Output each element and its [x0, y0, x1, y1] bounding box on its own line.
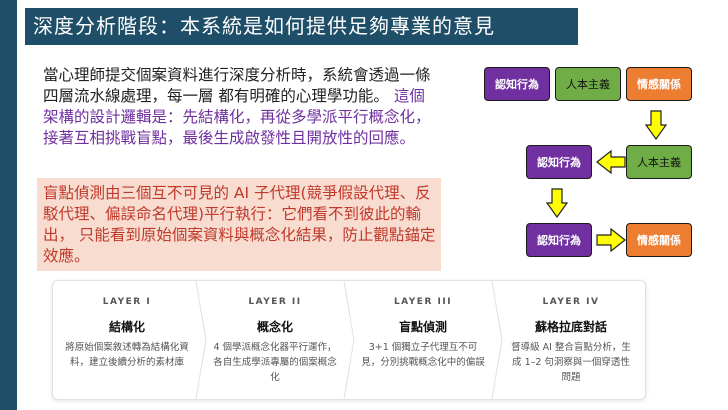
left-accent-bar — [0, 0, 17, 410]
arrow-left-icon — [596, 150, 626, 174]
layer-tag: LAYER IV — [542, 297, 600, 307]
flow-box-cbt-1: 認知行為 — [484, 67, 550, 101]
layer-card-4: LAYER IV 蘇格拉底對話 督導級 AI 整合盲點分析，生成 1–2 句洞察… — [497, 281, 645, 399]
arrow-right-icon — [596, 228, 626, 252]
layer-tag: LAYER II — [248, 297, 302, 307]
flow-box-relational-1: 情感關係 — [626, 67, 692, 101]
arrow-down-icon — [546, 188, 568, 218]
chevron-right-icon — [195, 281, 207, 399]
layer-card-1: LAYER I 結構化 將原始個案敘述轉為結構化資料，建立後續分析的素材庫 — [53, 281, 201, 399]
flow-box-cbt-2: 認知行為 — [526, 145, 592, 179]
arrow-down-icon — [645, 110, 667, 140]
flow-box-relational-3: 情感關係 — [626, 223, 692, 257]
layer-tag: LAYER III — [393, 297, 453, 307]
chevron-right-icon — [343, 281, 355, 399]
layer-tag: LAYER I — [102, 297, 152, 307]
flow-box-humanistic-1: 人本主義 — [555, 67, 621, 101]
intro-paragraph: 當心理師提交個案資料進行深度分析時，系統會透過一條四層流水線處理，每一層 都有明… — [43, 65, 435, 149]
chevron-right-icon — [491, 281, 503, 399]
layers-panel: LAYER I 結構化 將原始個案敘述轉為結構化資料，建立後續分析的素材庫 LA… — [52, 280, 646, 400]
layer-name: 概念化 — [256, 320, 293, 334]
flow-box-cbt-3: 認知行為 — [526, 223, 592, 257]
intro-highlight-text: 這個架構的設計邏輯是：先結構化，再從多學派平行概念化，接著互相挑戰盲點，最後生成… — [43, 87, 431, 147]
layer-desc: 督導級 AI 整合盲點分析，生成 1–2 句洞察與一個穿透性問題 — [511, 342, 631, 383]
layer-card-2: LAYER II 概念化 4 個學派概念化器平行運作，各自生成學派專屬的個案概念… — [201, 281, 349, 399]
layer-name: 盲點偵測 — [398, 320, 447, 334]
layer-name: 結構化 — [108, 320, 145, 334]
layer-card-3: LAYER III 盲點偵測 3+1 個獨立子代理互不可見，分別挑戰概念化中的偏… — [349, 281, 497, 399]
page-title: 深度分析階段：本系統是如何提供足夠專業的意見 — [25, 8, 578, 45]
layer-name: 蘇格拉底對話 — [534, 320, 607, 334]
intro-plain-text: 當心理師提交個案資料進行深度分析時，系統會透過一條四層流水線處理，每一層 都有明… — [43, 66, 431, 105]
layer-desc: 3+1 個獨立子代理互不可見，分別挑戰概念化中的偏誤 — [361, 342, 485, 368]
layer-desc: 將原始個案敘述轉為結構化資料，建立後續分析的素材庫 — [65, 342, 189, 368]
flow-box-humanistic-2: 人本主義 — [626, 145, 692, 179]
blind-spot-callout: 盲點偵測由三個互不可見的 AI 子代理(競爭假設代理、反駁代理、偏誤命名代理)平… — [37, 178, 441, 271]
layer-desc: 4 個學派概念化器平行運作，各自生成學派專屬的個案概念化 — [213, 342, 337, 383]
